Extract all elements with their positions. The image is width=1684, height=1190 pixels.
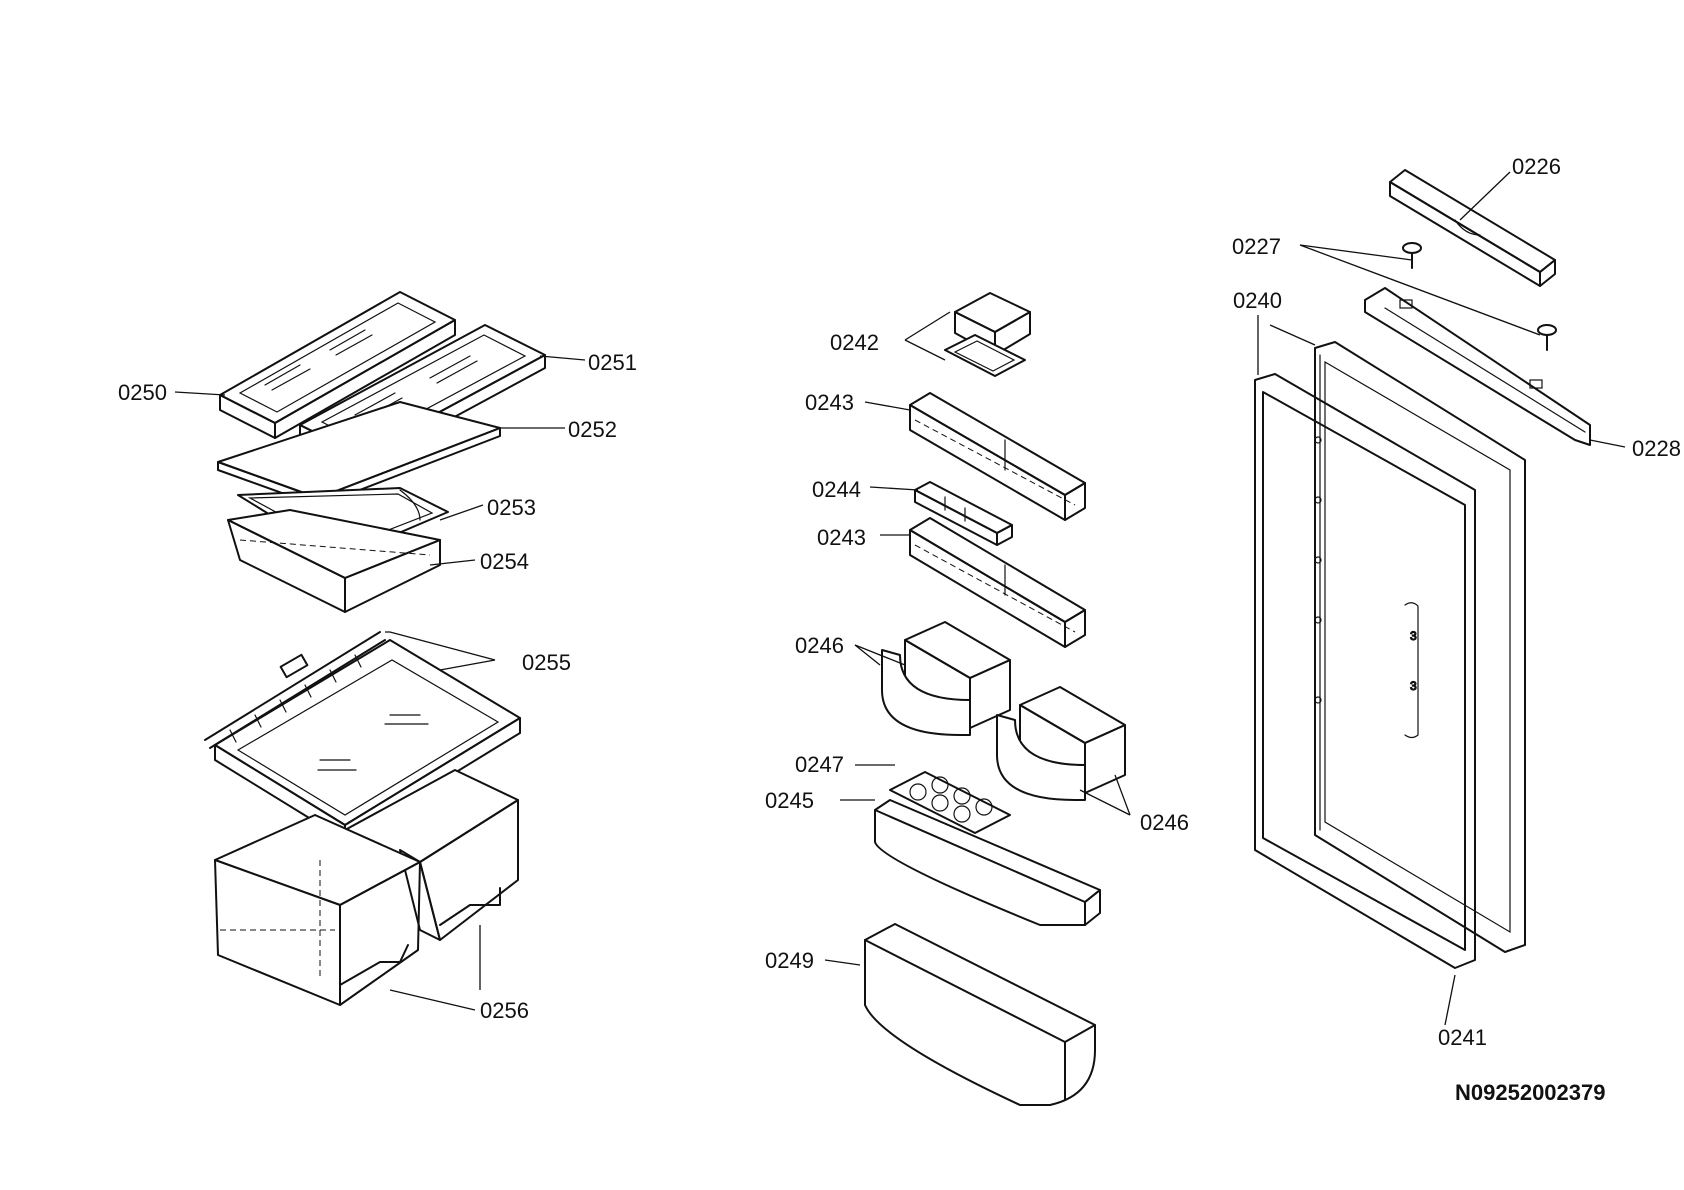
- part-0242-box: [954, 292, 1031, 356]
- callout-0227: 0227: [1232, 234, 1281, 259]
- callout-0250: 0250: [118, 380, 167, 405]
- callout-0252: 0252: [568, 417, 617, 442]
- part-0245-door-tray: [874, 799, 1101, 926]
- svg-text:3: 3: [1410, 629, 1417, 643]
- callout-0254: 0254: [480, 549, 529, 574]
- part-0228-bracket: [1364, 287, 1591, 446]
- drawing-code: N09252002379: [1455, 1080, 1605, 1105]
- svg-text:3: 3: [1410, 679, 1417, 693]
- part-0244-insert: [914, 481, 1013, 546]
- part-0242-lid: [944, 334, 1026, 377]
- callout-0240: 0240: [1233, 288, 1282, 313]
- part-0255-glass-shelf: [204, 631, 521, 841]
- part-0227-screw-a: [1402, 242, 1422, 269]
- callout-0247: 0247: [795, 752, 844, 777]
- part-0240-door-panel: 3 3: [1314, 341, 1526, 953]
- callout-0246-upper: 0246: [795, 633, 844, 658]
- callout-0226: 0226: [1512, 154, 1561, 179]
- part-0249-bottle-bin: [864, 923, 1096, 1106]
- callout-0245: 0245: [765, 788, 814, 813]
- part-0243-door-shelf-upper: [909, 392, 1086, 521]
- callout-0251: 0251: [588, 350, 637, 375]
- part-0256-drawer-front: [214, 814, 421, 1006]
- part-0227-screw-b: [1537, 324, 1557, 351]
- part-0254-tray: [227, 509, 441, 613]
- part-0241-door-seal: [1254, 373, 1476, 969]
- callout-0243-upper: 0243: [805, 390, 854, 415]
- callout-0243-lower: 0243: [817, 525, 866, 550]
- part-0243-door-shelf-lower: [909, 517, 1086, 648]
- leader-lines: [174, 171, 1626, 1026]
- callout-0228: 0228: [1632, 436, 1681, 461]
- callout-0253: 0253: [487, 495, 536, 520]
- part-0250-shelf: [219, 291, 456, 439]
- part-0226-cover: [1389, 169, 1556, 287]
- part-0247-egg-tray: [889, 771, 1011, 834]
- callout-0244: 0244: [812, 477, 861, 502]
- part-0246-bin-lower: [996, 686, 1126, 801]
- callout-0256: 0256: [480, 998, 529, 1023]
- part-0246-bin-upper: [881, 621, 1011, 736]
- callout-0249: 0249: [765, 948, 814, 973]
- callout-0242: 0242: [830, 330, 879, 355]
- callout-0241: 0241: [1438, 1025, 1487, 1050]
- callout-0246-lower: 0246: [1140, 810, 1189, 835]
- callout-0255: 0255: [522, 650, 571, 675]
